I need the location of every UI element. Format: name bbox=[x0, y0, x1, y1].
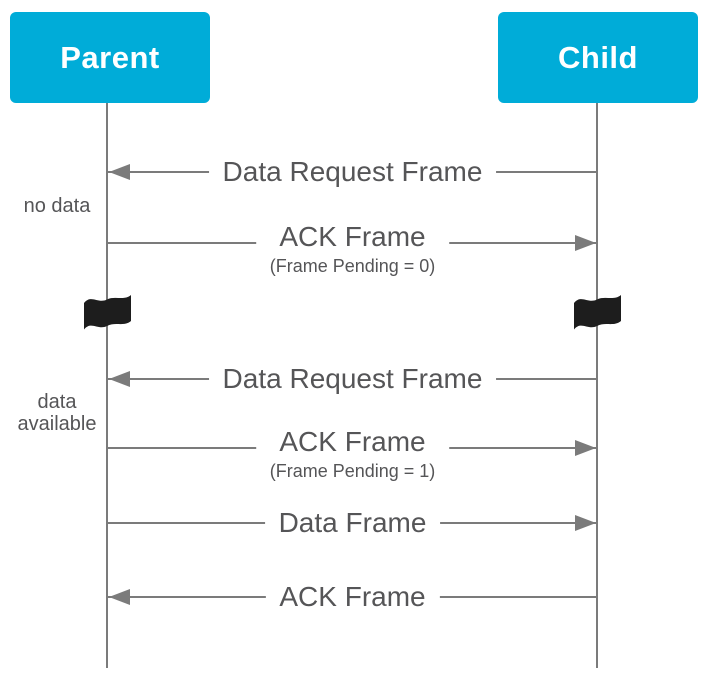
side-note-data-available: data available bbox=[17, 391, 97, 435]
break-flag-icon bbox=[84, 295, 131, 330]
actor-box-child: Child bbox=[498, 12, 698, 103]
message-text: Data Frame bbox=[278, 507, 427, 538]
message-subtext: (Frame Pending = 1) bbox=[269, 461, 436, 481]
message-label: Data Request Frame bbox=[208, 361, 497, 397]
message-text: ACK Frame bbox=[279, 581, 426, 612]
arrowhead-right-icon bbox=[575, 515, 596, 531]
arrowhead-left-icon bbox=[109, 164, 130, 180]
message-text: ACK Frame bbox=[279, 426, 426, 457]
actor-label-parent: Parent bbox=[60, 39, 160, 75]
lifeline-child bbox=[596, 103, 598, 668]
message-text: Data Request Frame bbox=[222, 363, 483, 394]
message-text: ACK Frame bbox=[279, 221, 426, 252]
actor-label-child: Child bbox=[558, 39, 638, 75]
message-label: Data Request Frame bbox=[208, 154, 497, 190]
message-label: ACK Frame (Frame Pending = 0) bbox=[255, 219, 450, 276]
message-text: Data Request Frame bbox=[222, 156, 483, 187]
arrowhead-left-icon bbox=[109, 589, 130, 605]
arrowhead-right-icon bbox=[575, 235, 596, 251]
break-flag-icon bbox=[574, 295, 621, 330]
actor-box-parent: Parent bbox=[10, 12, 210, 103]
message-label: ACK Frame bbox=[265, 579, 440, 615]
lifeline-parent bbox=[106, 103, 108, 668]
arrowhead-right-icon bbox=[575, 440, 596, 456]
message-subtext: (Frame Pending = 0) bbox=[269, 256, 436, 276]
message-label: ACK Frame (Frame Pending = 1) bbox=[255, 424, 450, 481]
arrowhead-left-icon bbox=[109, 371, 130, 387]
side-note-no-data: no data bbox=[23, 195, 91, 217]
message-label: Data Frame bbox=[264, 505, 441, 541]
